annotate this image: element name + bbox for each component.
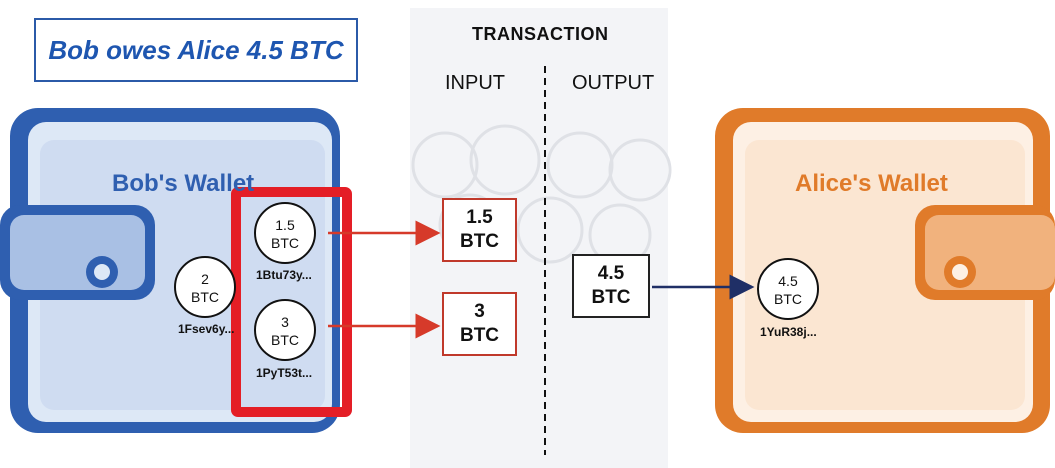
- coin-address: 1Btu73y...: [256, 268, 312, 282]
- tx-input-1: 1.5 BTC: [442, 198, 517, 262]
- tx-amount: 3: [474, 301, 485, 323]
- coin-address: 1PyT53t...: [256, 366, 313, 380]
- coin-unit: BTC: [191, 289, 219, 305]
- bob-wallet-icon: [0, 108, 340, 433]
- tx-input-2: 3 BTC: [442, 292, 517, 356]
- output-heading: OUTPUT: [572, 72, 655, 94]
- tx-amount: 1.5: [466, 207, 493, 229]
- tx-unit: BTC: [459, 231, 500, 252]
- coin-bob-3: 3 BTC: [254, 299, 316, 361]
- input-heading: INPUT: [445, 72, 505, 94]
- coin-alice-4-5: 4.5 BTC: [757, 258, 819, 320]
- tx-output: 4.5 BTC: [572, 254, 650, 318]
- tx-amount: 4.5: [597, 263, 625, 285]
- diagram-title: Bob owes Alice 4.5 BTC: [48, 34, 344, 65]
- coin-address: 1YuR38j...: [760, 325, 817, 339]
- alice-wallet-icon: [715, 108, 1055, 433]
- coin-bob-2: 2 BTC: [174, 256, 236, 318]
- coin-amount: 1.5: [275, 217, 295, 233]
- coin-unit: BTC: [271, 332, 299, 348]
- coin-amount: 2: [201, 271, 209, 287]
- coin-unit: BTC: [271, 235, 299, 251]
- coin-bob-1-5: 1.5 BTC: [254, 202, 316, 264]
- bob-wallet-label: Bob's Wallet: [112, 170, 255, 197]
- tx-unit: BTC: [459, 325, 500, 346]
- title-box: Bob owes Alice 4.5 BTC: [34, 18, 358, 82]
- coin-amount: 3: [281, 314, 289, 330]
- coin-amount: 4.5: [778, 273, 798, 289]
- selected-coins-highlight: [231, 187, 352, 417]
- transaction-heading: TRANSACTION: [472, 24, 609, 44]
- alice-wallet-label: Alice's Wallet: [795, 170, 948, 197]
- tx-unit: BTC: [591, 287, 631, 308]
- coin-unit: BTC: [774, 291, 802, 307]
- coin-address: 1Fsev6y...: [178, 322, 235, 336]
